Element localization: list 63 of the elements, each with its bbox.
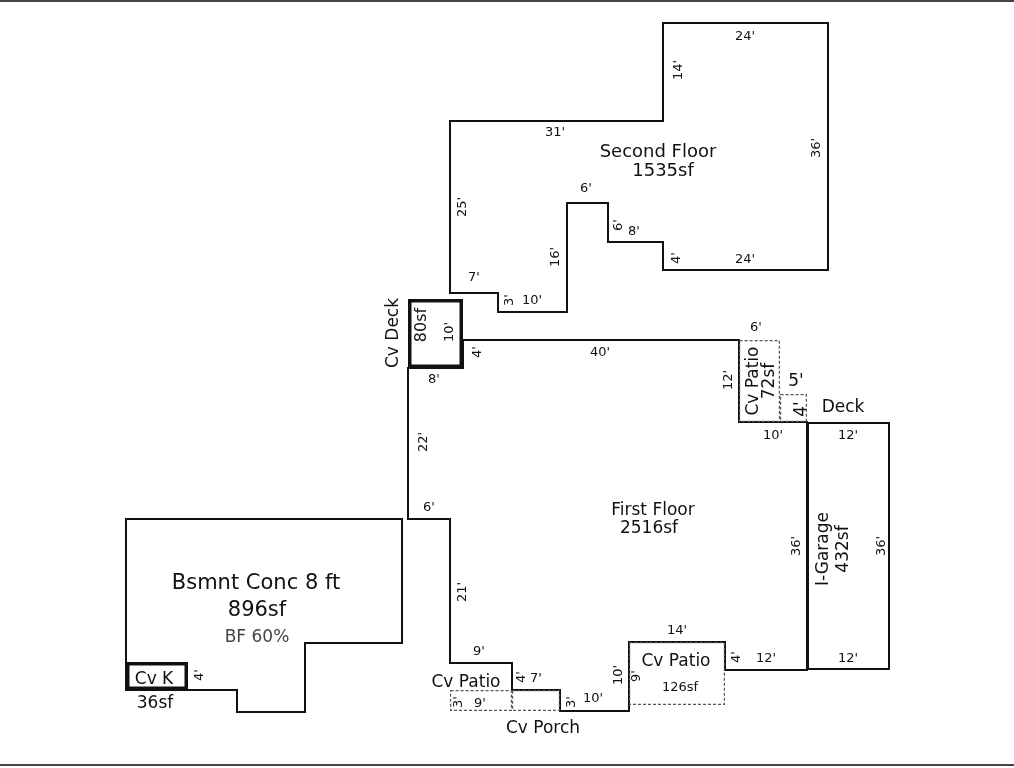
dimension-label: 31' xyxy=(544,124,566,138)
room-name: First Floor xyxy=(611,500,695,518)
dimension-label: 6' xyxy=(423,499,435,513)
dimension-label: 7' xyxy=(468,269,480,283)
room-name: Cv Porch xyxy=(505,718,581,736)
dimension-label: 4' xyxy=(791,401,809,417)
dimension-label: 36' xyxy=(808,137,822,159)
dimension-label: 12' xyxy=(720,369,734,391)
area-text: 36sf xyxy=(136,693,174,711)
area-text: BF 60% xyxy=(224,627,290,645)
dimension-label: 4' xyxy=(191,669,205,681)
dimension-label: 14' xyxy=(666,622,688,636)
dimension-label: 3' xyxy=(450,696,464,708)
dimension-label: 10' xyxy=(582,690,604,704)
room-name: Cv Patio xyxy=(743,346,761,416)
dimension-label: 4' xyxy=(469,346,483,358)
dimension-label: 10' xyxy=(762,427,784,441)
dimension-label: 36' xyxy=(873,535,887,557)
dimension-label: 6' xyxy=(750,319,762,333)
dimension-label: 5' xyxy=(788,371,804,389)
room-name: Cv Deck xyxy=(383,297,401,369)
dimension-label: 4' xyxy=(728,651,742,663)
dimension-label: 7' xyxy=(530,670,542,684)
dimension-label: 21' xyxy=(454,581,468,603)
dimension-label: 12' xyxy=(755,650,777,664)
room-name: I-Garage xyxy=(813,512,831,586)
dimension-label: 8' xyxy=(628,223,640,237)
dimension-label: 3' xyxy=(501,294,515,306)
dimension-label: 9' xyxy=(628,670,642,682)
dimension-label: 10' xyxy=(610,664,624,686)
dimension-label: 9' xyxy=(474,695,486,709)
dimension-label: 6' xyxy=(580,180,592,194)
dimension-label: 4' xyxy=(668,252,682,264)
area-text: 432sf xyxy=(833,525,851,573)
room-name: Cv Patio xyxy=(431,672,501,690)
room-name: Cv Patio xyxy=(641,651,711,669)
dimension-label: 14' xyxy=(670,59,684,81)
room-name: Cv K xyxy=(134,669,174,687)
area-text: 80sf xyxy=(413,307,429,343)
area-text: 2516sf xyxy=(619,518,679,536)
dimension-label: 24' xyxy=(734,251,756,265)
dimension-label: 4' xyxy=(513,671,527,683)
dimension-label: 6' xyxy=(610,219,624,231)
dimension-label: 12' xyxy=(837,427,859,441)
dimension-label: 10' xyxy=(521,292,543,306)
dimension-label: 36' xyxy=(788,535,802,557)
dimension-label: 16' xyxy=(547,246,561,268)
dimension-label: 24' xyxy=(734,28,756,42)
area-text: 126sf xyxy=(661,679,699,693)
dimension-label: 12' xyxy=(837,650,859,664)
dimension-label: 10' xyxy=(441,321,455,343)
area-text: 72sf xyxy=(759,362,777,400)
room-name: Second Floor xyxy=(599,142,717,160)
dimension-label: 3' xyxy=(563,696,577,708)
area-text: 1535sf xyxy=(632,161,694,179)
dimension-label: 8' xyxy=(428,371,440,385)
room-name: Bsmnt Conc 8 ft xyxy=(171,571,341,593)
dimension-label: 9' xyxy=(473,643,485,657)
dimension-label: 40' xyxy=(589,344,611,358)
room-name: Deck xyxy=(821,397,865,415)
dimension-label: 25' xyxy=(454,196,468,218)
dimension-label: 22' xyxy=(415,431,429,453)
area-text: 896sf xyxy=(227,598,287,620)
